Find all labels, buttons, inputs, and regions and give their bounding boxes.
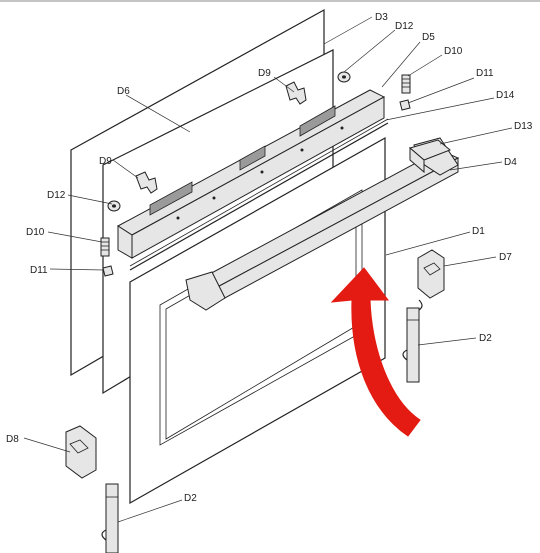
curved-red-rotation-arrow-icon: [330, 267, 421, 437]
label-d1: D1: [472, 226, 485, 237]
label-d12-top: D12: [395, 21, 414, 32]
label-d12-left: D12: [47, 190, 66, 201]
hinge-cover-d7: [417, 249, 445, 299]
part-labels: D3 D12 D5 D10 D11 D14 D13 D4 D1 D7 D2 D6…: [6, 12, 533, 504]
label-d8: D8: [6, 434, 19, 445]
label-d2-right: D2: [479, 333, 492, 344]
leader-lines: [23, 16, 513, 523]
label-d14: D14: [496, 90, 515, 101]
pin-d11-top: [399, 99, 411, 111]
washer-d12-left: [107, 200, 121, 212]
washer-d12-top: [337, 71, 351, 83]
pin-d11-left: [102, 265, 114, 277]
spring-d10-top: [401, 74, 411, 94]
label-d2-bottom: D2: [184, 493, 197, 504]
hinge-cover-d8: [65, 425, 97, 479]
clip-d9-left: [135, 171, 158, 194]
label-d9-top: D9: [258, 68, 271, 79]
label-d11-left: D11: [30, 265, 48, 276]
label-d3: D3: [375, 12, 388, 23]
label-d6: D6: [117, 86, 130, 97]
label-d10-left: D10: [26, 227, 45, 238]
label-d13: D13: [514, 121, 533, 132]
hinge-d2-bottom: [101, 483, 119, 553]
label-d4: D4: [504, 157, 517, 168]
hinge-d2-right: [402, 299, 423, 383]
gasket-strip-d14: [129, 118, 389, 271]
label-d11-top: D11: [476, 68, 494, 79]
clip-d9-top: [285, 81, 307, 105]
label-d5: D5: [422, 32, 435, 43]
handle-d4: [185, 137, 460, 311]
spring-d10-left: [100, 237, 110, 257]
label-d9-left: D9: [99, 156, 112, 167]
handle-end-cap-d13: [408, 139, 451, 174]
label-d10-top: D10: [444, 46, 463, 57]
top-profile-d5: [117, 89, 386, 259]
label-d7: D7: [499, 252, 512, 263]
